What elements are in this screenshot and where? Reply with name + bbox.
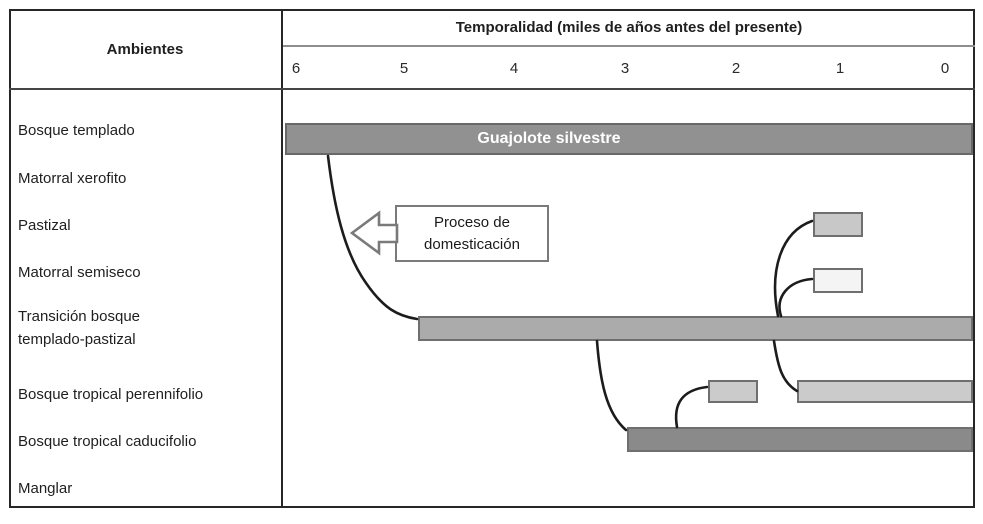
- header-body-divider: [9, 88, 975, 90]
- row-label-matorral-xerofito: Matorral xerofito: [18, 170, 127, 187]
- box-pastizal: [813, 212, 863, 237]
- row-label-manglar: Manglar: [18, 480, 73, 497]
- axis-title-underline: [283, 45, 975, 47]
- bar-guajolote-label: Guajolote silvestre: [477, 130, 621, 147]
- bar-guajolote-silvestre: Guajolote silvestre: [285, 123, 973, 155]
- axis-tick-0: 0: [940, 60, 950, 77]
- bar-caducifolio: [627, 427, 973, 452]
- row-label-transicion: Transición bosque templado-pastizal: [18, 308, 141, 348]
- box-matorral-semiseco: [813, 268, 863, 293]
- row-label-bosque-tropical-caducifolio: Bosque tropical caducifolio: [18, 433, 197, 450]
- bar-perennifolio: [797, 380, 973, 403]
- row-label-pastizal: Pastizal: [18, 217, 71, 234]
- domestication-callout-line1: Proceso de: [434, 213, 510, 231]
- box-perennifolio-early: [708, 380, 758, 403]
- axis-tick-5: 5: [399, 60, 409, 77]
- axis-tick-3: 3: [620, 60, 630, 77]
- axis-tick-4: 4: [509, 60, 519, 77]
- axis-tick-2: 2: [731, 60, 741, 77]
- domestication-callout: Proceso de domesticación: [395, 205, 549, 262]
- bar-transicion-templado-pastizal: [418, 316, 973, 341]
- column-divider: [281, 9, 283, 508]
- axis-tick-6: 6: [291, 60, 301, 77]
- table-frame: [9, 9, 975, 508]
- row-label-matorral-semiseco: Matorral semiseco: [18, 264, 141, 281]
- domestication-callout-line2: domesticación: [424, 235, 520, 253]
- axis-tick-1: 1: [835, 60, 845, 77]
- row-label-bosque-templado: Bosque templado: [18, 122, 135, 139]
- row-label-bosque-tropical-perennifolio: Bosque tropical perennifolio: [18, 386, 204, 403]
- time-axis-title: Temporalidad (miles de años antes del pr…: [455, 18, 803, 36]
- row-header-ambientes: Ambientes: [106, 40, 184, 58]
